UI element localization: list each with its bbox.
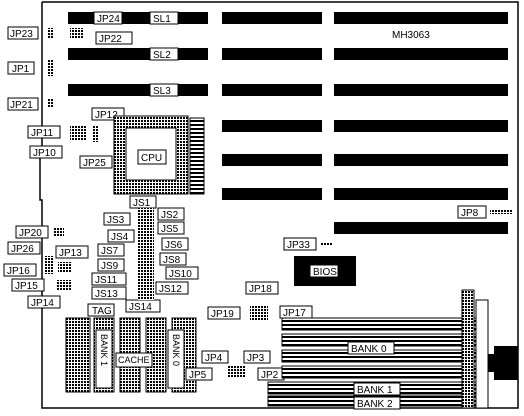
jp13-label: JP13 (59, 248, 82, 259)
jp23-label: JP23 (10, 29, 33, 40)
js11-label: JS11 (95, 275, 117, 286)
isa-slots-middle (222, 12, 322, 200)
cpu-label: CPU (141, 153, 162, 164)
jp4-label: JP4 (205, 353, 223, 364)
isa-slots-right (334, 12, 508, 234)
cache-bank1-label: BANK 1 (99, 334, 109, 366)
jp1-label: JP1 (12, 64, 30, 75)
jp11-label: JP11 (31, 128, 53, 139)
jp3-label: JP3 (247, 353, 265, 364)
jp19-label: JP19 (211, 309, 234, 320)
js2-label: JS2 (161, 210, 179, 221)
jp33-label: JP33 (287, 240, 310, 251)
js3-label: JS3 (107, 215, 125, 226)
js12-label: JS12 (159, 284, 182, 295)
js1-label: JS1 (133, 198, 151, 209)
jp8-label: JP8 (461, 208, 479, 219)
short-slots (68, 12, 208, 96)
js5-label: JS5 (161, 224, 179, 235)
simm-bank1-label: BANK 1 (357, 385, 393, 396)
jp22-label: JP22 (99, 34, 122, 45)
keyboard-connector (488, 346, 518, 380)
jp16-label: JP16 (7, 266, 30, 277)
js8-label: JS8 (163, 255, 181, 266)
jp20-label: JP20 (19, 228, 42, 239)
js6-label: JS6 (165, 240, 183, 251)
jp25-label: JP25 (83, 158, 106, 169)
jp2-label: JP2 (261, 370, 279, 381)
js9-label: JS9 (101, 261, 119, 272)
slot-sl2-label: SL2 (153, 50, 171, 61)
bios-label: BIOS (313, 267, 337, 278)
slot-sl3-label: SL3 (153, 86, 171, 97)
jp21-label: JP21 (10, 100, 33, 111)
js7-label: JS7 (101, 246, 119, 257)
cache-label: CACHE (118, 355, 150, 365)
jp26-label: JP26 (11, 244, 34, 255)
bios-chip: BIOS (294, 256, 356, 286)
jp12-label: JP12 (95, 110, 118, 121)
board-model-label: MH3063 (392, 30, 430, 41)
js10-label: JS10 (169, 269, 192, 280)
slot-sl1-label: SL1 (153, 14, 171, 25)
jp24-label: JP24 (97, 14, 120, 25)
js4-label: JS4 (111, 232, 129, 243)
cpu-socket: CPU (113, 115, 205, 195)
jp15-label: JP15 (15, 281, 38, 292)
simm-bank2-label: BANK 2 (357, 399, 393, 410)
simm-bank0-label: BANK 0 (351, 344, 387, 355)
js13-label: JS13 (95, 289, 118, 300)
jp17-label: JP17 (283, 308, 306, 319)
js14-label: JS14 (129, 302, 152, 313)
tag-label: TAG (92, 306, 112, 317)
jp18-label: JP18 (249, 284, 272, 295)
jp14-label: JP14 (31, 298, 54, 309)
jp5-label: JP5 (189, 370, 207, 381)
cache-bank0-label: BANK 0 (171, 334, 181, 366)
jp10-label: JP10 (33, 148, 56, 159)
